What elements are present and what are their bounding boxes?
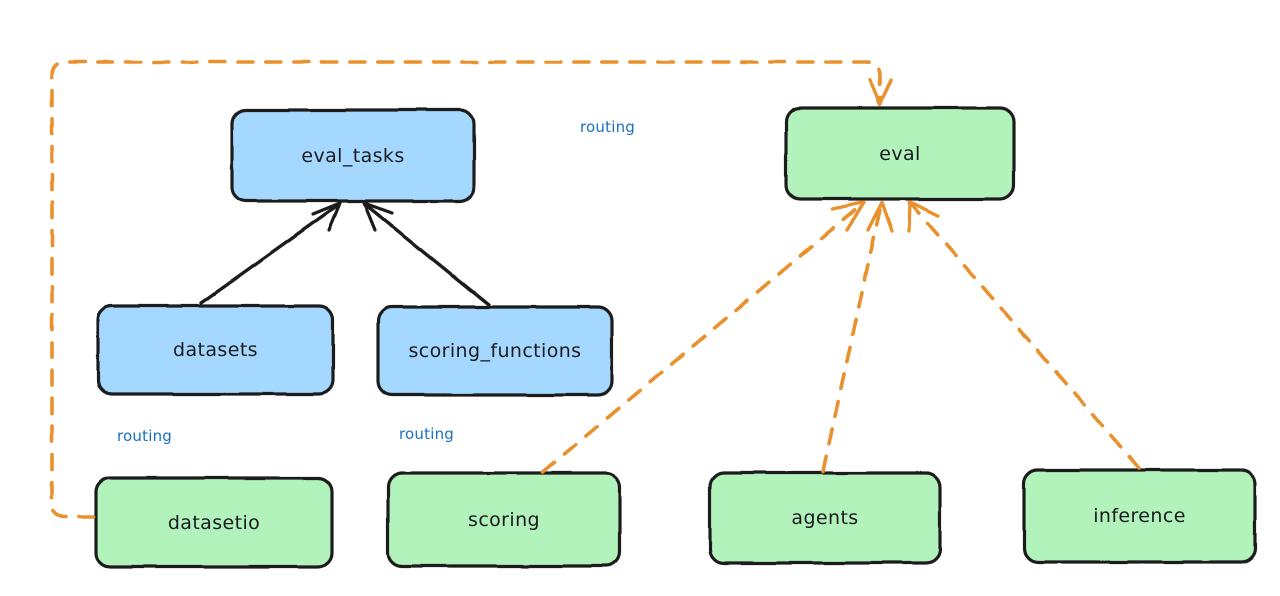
- edge-label-routing-datasetio: routing: [117, 427, 172, 445]
- node-eval_tasks[interactable]: [230, 108, 476, 203]
- node-eval_tasks-shape[interactable]: [230, 108, 476, 203]
- node-inference[interactable]: [1022, 468, 1257, 564]
- edge-label-routing-eval: routing: [580, 118, 635, 136]
- node-datasets-shape[interactable]: [96, 304, 335, 396]
- edge-scoring-to-eval[interactable]: [541, 200, 866, 474]
- node-inference-shape[interactable]: [1022, 468, 1257, 564]
- node-agents-shape[interactable]: [708, 471, 942, 565]
- node-scoring[interactable]: [386, 471, 622, 568]
- node-agents[interactable]: [708, 471, 942, 565]
- edge-datasetio-to-eval[interactable]: [50, 60, 893, 519]
- node-datasetio[interactable]: [94, 476, 334, 569]
- node-eval-shape[interactable]: [784, 106, 1016, 201]
- node-scoring_functions-shape[interactable]: [376, 305, 614, 397]
- node-scoring_functions[interactable]: [376, 305, 614, 397]
- node-eval[interactable]: [784, 106, 1016, 201]
- edge-agents-to-eval[interactable]: [821, 200, 894, 473]
- edge-inference-to-eval[interactable]: [907, 200, 1141, 470]
- node-scoring-shape[interactable]: [386, 471, 622, 568]
- edge-label-routing-scoring: routing: [399, 425, 454, 443]
- edge-datasets-to-eval_tasks[interactable]: [199, 201, 342, 305]
- node-datasetio-shape[interactable]: [94, 476, 334, 569]
- node-datasets[interactable]: [96, 304, 335, 396]
- edge-scoring_functions-to-eval_tasks[interactable]: [362, 201, 491, 307]
